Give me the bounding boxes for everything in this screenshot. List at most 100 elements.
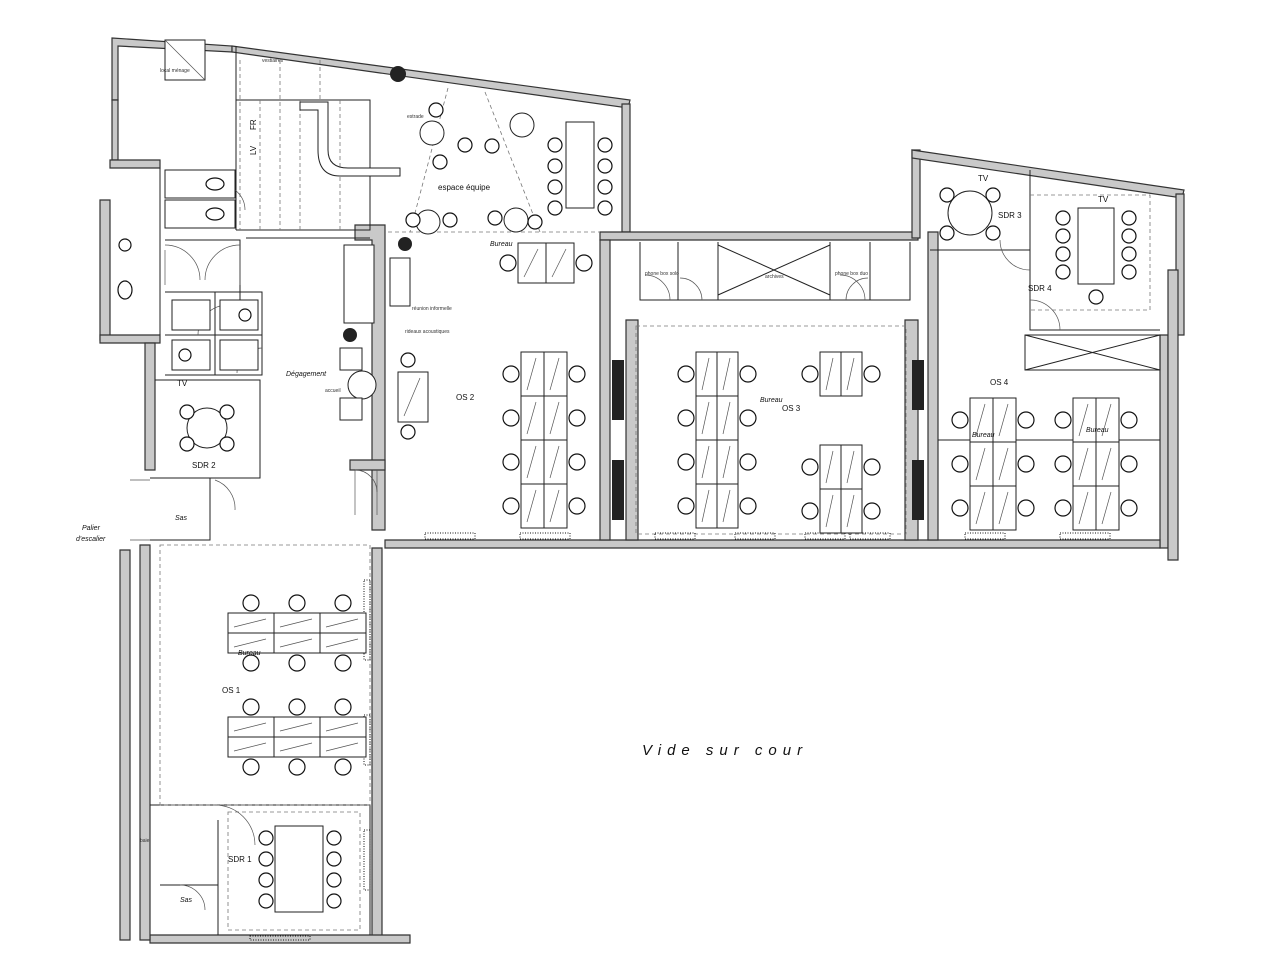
monitor: [526, 401, 537, 435]
monitor: [1101, 447, 1112, 481]
monitor: [1101, 491, 1112, 525]
room-label-tv-sdr3: TV: [978, 174, 989, 183]
desk: [716, 439, 739, 485]
chair: [457, 137, 473, 153]
chair: [739, 409, 757, 427]
desk: [992, 397, 1017, 443]
desk: [520, 439, 545, 485]
room-label-reunion: réunion informelle: [412, 306, 452, 312]
desk: [339, 347, 363, 371]
room-label-sdr2: SDR 2: [192, 461, 216, 470]
monitor: [403, 377, 421, 417]
chair: [739, 453, 757, 471]
desk: [819, 351, 842, 397]
monitor: [998, 447, 1009, 481]
monitor: [825, 357, 834, 391]
chair: [951, 455, 969, 473]
chair: [1121, 246, 1137, 262]
monitor: [549, 489, 560, 523]
desk: [1072, 397, 1097, 443]
room-label-accueil: accueil: [325, 388, 341, 394]
chair: [502, 453, 520, 471]
desk: [840, 351, 863, 397]
room-label-archives: archives: [765, 274, 784, 280]
desk: [1095, 485, 1120, 531]
chair: [1055, 264, 1071, 280]
chair: [1054, 499, 1072, 517]
desk: [695, 395, 718, 441]
partitions: [150, 46, 1161, 935]
desk: [543, 483, 568, 529]
desk: [397, 371, 429, 423]
desk: [543, 395, 568, 441]
chair: [258, 851, 274, 867]
walls: [99, 37, 1185, 944]
monitor: [1078, 403, 1089, 437]
chair: [400, 352, 416, 368]
chair: [1055, 210, 1071, 226]
chair: [1121, 210, 1137, 226]
monitor: [549, 401, 560, 435]
monitor: [233, 722, 267, 732]
monitor: [526, 357, 537, 391]
room-label-estrade: estrade: [407, 114, 424, 120]
chair: [242, 698, 260, 716]
monitor: [975, 491, 986, 525]
chair: [1121, 228, 1137, 244]
desk: [343, 244, 375, 324]
desk: [520, 395, 545, 441]
monitor: [233, 638, 267, 648]
round-table: [947, 190, 993, 236]
room-label-os2: OS 2: [456, 393, 475, 402]
chair: [502, 365, 520, 383]
chair: [801, 365, 819, 383]
bureau-label-os3: Bureau: [760, 397, 783, 404]
desk: [339, 397, 363, 421]
desk: [695, 439, 718, 485]
chair: [326, 872, 342, 888]
desk: [969, 441, 994, 487]
monitor: [325, 618, 359, 628]
chair: [739, 497, 757, 515]
chair: [597, 158, 613, 174]
chair: [242, 758, 260, 776]
desk: [1095, 397, 1120, 443]
chair: [405, 212, 421, 228]
chair: [334, 594, 352, 612]
chair: [179, 404, 195, 420]
desk: [819, 444, 842, 490]
chair: [677, 409, 695, 427]
chair: [547, 158, 563, 174]
chair: [400, 424, 416, 440]
chair: [219, 436, 235, 452]
room-label-palier-2: d'escalier: [76, 536, 106, 543]
monitor: [1078, 491, 1089, 525]
desk: [520, 483, 545, 529]
desk: [840, 444, 863, 490]
chair: [334, 698, 352, 716]
desk: [969, 485, 994, 531]
monitor: [701, 489, 710, 523]
room-label-tv-sdr2: TV: [177, 379, 188, 388]
desk: [274, 825, 324, 913]
chair: [487, 210, 503, 226]
furniture: [179, 101, 1138, 913]
round-table: [509, 112, 535, 138]
bureau-label-top: Bureau: [490, 241, 513, 248]
chair: [1017, 411, 1035, 429]
chair: [326, 830, 342, 846]
desk: [543, 351, 568, 397]
chair: [1120, 411, 1138, 429]
chair: [219, 404, 235, 420]
room-label-degagement: Dégagement: [286, 371, 327, 378]
monitor: [526, 445, 537, 479]
room-label-phone-box-right: phone box duo: [835, 271, 868, 277]
chair: [334, 758, 352, 776]
chair: [801, 458, 819, 476]
monitor: [279, 638, 313, 648]
monitor: [701, 445, 710, 479]
room-label-baie: baie: [140, 838, 150, 844]
monitor: [325, 638, 359, 648]
round-table: [419, 120, 445, 146]
label-lv: LV: [249, 145, 258, 155]
